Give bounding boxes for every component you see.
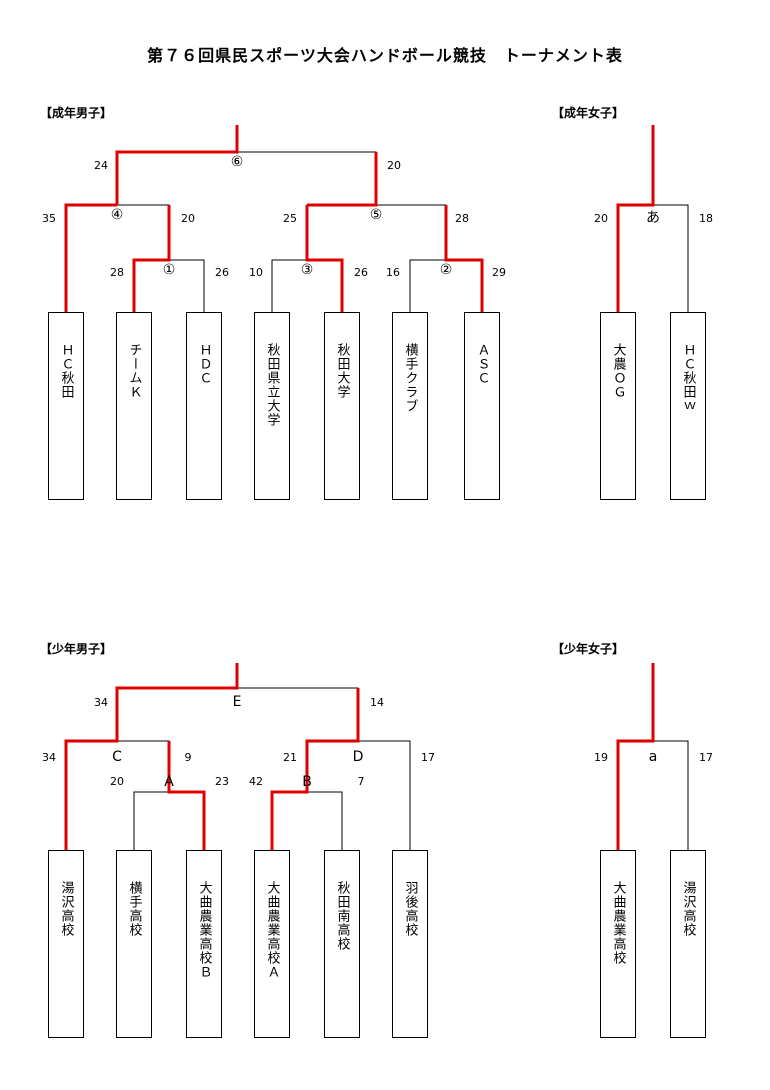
winner-line [115,125,239,205]
match-label: D [352,749,364,765]
bracket-line [116,151,377,205]
match-score: 16 [386,266,400,279]
match-score: 35 [42,212,56,225]
match-score: 17 [421,751,435,764]
match-score: 28 [110,266,124,279]
team-box: 横手クラブ [392,312,428,500]
winner-line [132,205,171,312]
team-name: 秋田南高校 [334,881,350,951]
match-label: A [164,774,174,790]
team-box: ＨＣ秋田 [48,312,84,500]
match-label: E [232,694,242,710]
team-name: ＨＤＣ [196,343,212,385]
match-score: 21 [283,751,297,764]
team-name: チームＫ [126,343,142,399]
bracket-line [271,791,343,850]
team-name: 大曲農業高校Ａ [264,881,280,979]
match-score: 10 [249,266,263,279]
page-title: 第７６回県民スポーツ大会ハンドボール競技 トーナメント表 [147,46,623,65]
match-score: 26 [354,266,368,279]
match-score: 17 [699,751,713,764]
match-label: ② [439,262,453,278]
match-score: 20 [594,212,608,225]
match-score: 7 [357,775,365,788]
match-label: ④ [110,207,124,223]
team-name: 大曲農業高校Ｂ [196,881,212,979]
match-score: 25 [283,212,297,225]
match-score: 29 [492,266,506,279]
team-name: 横手クラブ [402,343,418,413]
team-name: 大農ＯＧ [610,343,626,399]
team-box: 大曲農業高校 [600,850,636,1038]
match-score: 26 [215,266,229,279]
team-name: 秋田県立大学 [264,343,280,427]
team-box: 羽後高校 [392,850,428,1038]
team-box: 大曲農業高校Ａ [254,850,290,1038]
team-name: ＡＳＣ [474,343,490,385]
team-name: 湯沢高校 [680,881,696,937]
match-label: ⑤ [369,207,383,223]
match-label: ⑥ [230,154,244,170]
match-score: 34 [42,751,56,764]
winner-line [64,203,117,312]
team-box: ＨＣ秋田ｗ [670,312,706,500]
team-box: ＨＤＣ [186,312,222,500]
match-score: 18 [699,212,713,225]
match-label: C [112,749,122,765]
team-name: 秋田大学 [334,343,350,399]
winner-line [270,688,360,850]
team-name: 湯沢高校 [58,881,74,937]
team-box: 大農ＯＧ [600,312,636,500]
winner-line [307,152,378,207]
team-name: ＨＣ秋田 [58,343,74,399]
match-score: 9 [184,751,192,764]
match-label: a [648,749,658,765]
match-score: 19 [594,751,608,764]
match-label: あ [646,210,660,226]
team-box: 湯沢高校 [48,850,84,1038]
match-score: 20 [181,212,195,225]
team-box: 湯沢高校 [670,850,706,1038]
team-name: 横手高校 [126,881,142,937]
winner-line [305,205,344,312]
match-label: ① [162,262,176,278]
team-box: 大曲農業高校Ｂ [186,850,222,1038]
winner-line [616,663,655,850]
section-label-men-adult: 【成年男子】 [40,106,113,120]
section-label-women-adult: 【成年女子】 [552,106,625,120]
winner-line [64,663,239,850]
team-box: 秋田南高校 [324,850,360,1038]
bracket-line [133,791,205,850]
section-label-boys: 【少年男子】 [40,642,113,656]
match-label: B [302,774,312,790]
match-score: 20 [387,159,401,172]
winner-line [167,741,206,850]
match-score: 24 [94,159,108,172]
team-box: チームＫ [116,312,152,500]
team-box: 横手高校 [116,850,152,1038]
team-name: 大曲農業高校 [610,881,626,965]
team-name: ＨＣ秋田ｗ [680,343,696,413]
match-score: 23 [215,775,229,788]
match-score: 14 [370,696,384,709]
team-box: 秋田県立大学 [254,312,290,500]
team-name: 羽後高校 [402,881,418,937]
match-score: 34 [94,696,108,709]
match-score: 28 [455,212,469,225]
section-label-girls: 【少年女子】 [552,642,625,656]
team-box: ＡＳＣ [464,312,500,500]
winner-line [616,125,655,312]
match-score: 20 [110,775,124,788]
team-box: 秋田大学 [324,312,360,500]
match-score: 42 [249,775,263,788]
winner-line [444,205,484,312]
match-label: ③ [300,262,314,278]
